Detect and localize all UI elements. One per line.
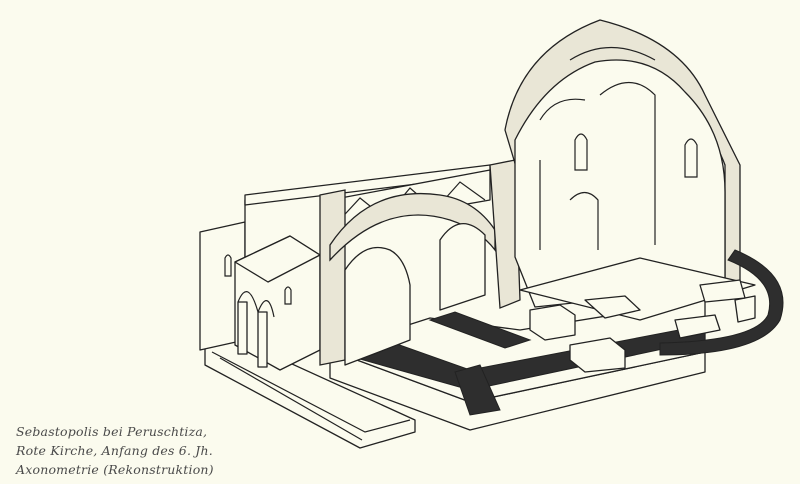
- dome-section: [504, 19, 741, 308]
- apse-and-bema: [519, 249, 784, 373]
- caption-line-type: Axonometrie (Rekonstruktion): [16, 462, 214, 477]
- caption-line-title: Sebastopolis bei Peruschtiza,: [16, 424, 208, 439]
- caption-line-date: Rote Kirche, Anfang des 6. Jh.: [16, 443, 213, 458]
- west-annex: [199, 184, 331, 371]
- figure-caption: Sebastopolis bei Peruschtiza, Rote Kirch…: [16, 422, 214, 479]
- nave-walls: [244, 159, 521, 366]
